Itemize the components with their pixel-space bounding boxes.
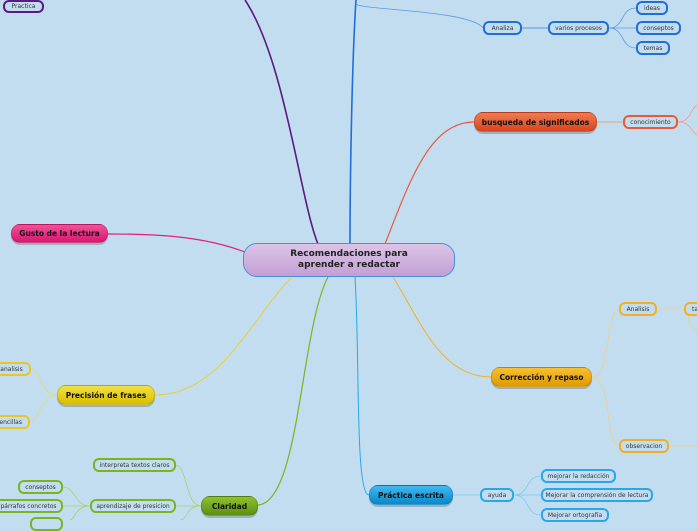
node-temas[interactable]: temas — [636, 41, 670, 55]
node-conseptos[interactable]: conseptos — [636, 21, 681, 35]
node-practica[interactable]: Practica — [3, 0, 44, 13]
node-analisis-correccion[interactable]: Analisis — [619, 302, 657, 316]
node-parrafos-concretos[interactable]: párrafos concretos — [0, 499, 63, 513]
node-conocimiento[interactable]: conocimiento — [623, 115, 678, 129]
node-claridad[interactable]: Claridad — [201, 496, 258, 516]
node-aprendizaje-de-presicion[interactable]: aprendizaje de presicion — [90, 499, 176, 513]
node-ayuda[interactable]: ayuda — [480, 488, 514, 502]
node-correccion-y-repaso[interactable]: Corrección y repaso — [491, 367, 592, 387]
node-mejorar-comprension-lectura[interactable]: Mejorar la comprensión de lectura — [541, 488, 653, 502]
node-practica-escrita[interactable]: Práctica escrita — [369, 485, 453, 505]
node-interpreta-textos-claros[interactable]: interpreta textos claros — [93, 458, 176, 472]
node-mejorar-la-redaccion[interactable]: mejorar la redacción — [541, 469, 616, 483]
central-topic[interactable]: Recomendaciones para aprender a redactar — [243, 243, 455, 277]
node-busqueda-de-significados[interactable]: busqueda de significados — [474, 112, 597, 132]
node-gusto-de-la-lectura[interactable]: Gusto de la lectura — [11, 224, 108, 243]
node-analisis[interactable]: analisis — [0, 362, 31, 376]
node-ta[interactable]: ta — [684, 302, 697, 316]
connector-lines — [29, 0, 697, 520]
node-varios-procesos[interactable]: varios procesos — [548, 21, 609, 35]
node-analiza[interactable]: Analiza — [483, 21, 522, 35]
node-observacion[interactable]: observacion — [619, 439, 669, 453]
node-ideas[interactable]: ideas — [636, 1, 668, 15]
node-conseptos-claridad[interactable]: conseptos — [18, 480, 63, 494]
node-precision-de-frases[interactable]: Precisión de frases — [57, 385, 155, 405]
node-claridad-more[interactable] — [30, 517, 63, 531]
